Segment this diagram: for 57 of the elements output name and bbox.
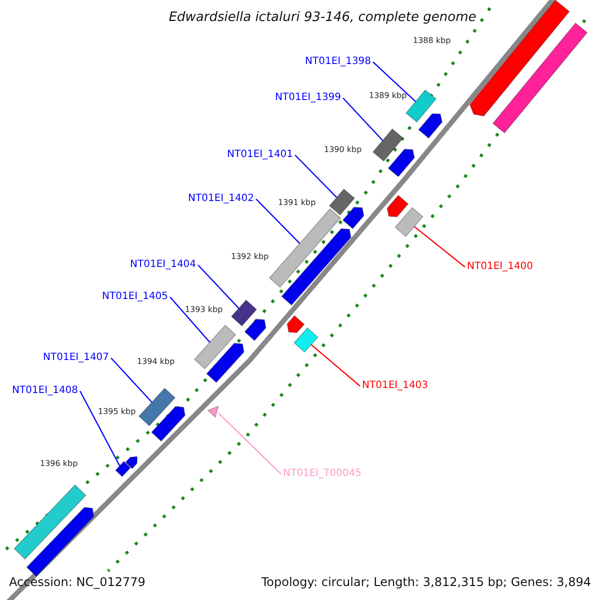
gene-bar	[150, 406, 186, 442]
gene-bar	[138, 388, 176, 426]
gene-bar	[268, 208, 342, 288]
scale-label: 1392 kbp	[231, 253, 269, 261]
gene-label: NT01EI_1399	[275, 93, 342, 103]
gene-bar	[372, 128, 404, 162]
leader-line	[342, 98, 384, 141]
gene-bar	[244, 318, 266, 342]
gene-bar	[388, 148, 415, 178]
gene-label: NT01EI_1398	[305, 57, 372, 67]
gene-label: NT01EI_1403	[362, 381, 428, 391]
scale-label: 1393 kbp	[185, 306, 223, 314]
gene-label: NT01EI_1402	[188, 194, 254, 204]
footer-text: Topology: circular; Length: 3,812,315 bp; Genes: 3,894	[261, 576, 591, 588]
gene-bar	[492, 22, 588, 134]
gene-bar	[230, 299, 258, 327]
leader-line	[170, 296, 210, 343]
leader-line	[110, 358, 152, 403]
gene-label: NT01EI_1404	[130, 260, 196, 270]
scale-label: 1394 kbp	[137, 358, 175, 366]
gene-bar	[328, 188, 356, 216]
scale-label: 1391 kbp	[278, 199, 316, 207]
scale-label: 1396 kbp	[40, 460, 78, 468]
gene-bar	[286, 315, 305, 334]
diagram-title: Edwardsiella ictaluri 93-146, complete genome	[168, 10, 476, 24]
scale-label: 1395 kbp	[98, 408, 136, 416]
leader-line	[198, 264, 240, 309]
gene-bar	[293, 327, 319, 353]
gene-bar	[386, 194, 409, 218]
gene-bar	[405, 89, 437, 123]
leader-line	[218, 412, 282, 474]
gene-triangle	[206, 405, 220, 418]
scale-label: 1390 kbp	[324, 146, 362, 154]
leader-line	[80, 390, 120, 466]
gene-bar	[281, 228, 352, 306]
gene-label: NT01EI_T00045	[283, 469, 362, 479]
leader-line	[310, 344, 360, 386]
gene-label: NT01EI_1400	[467, 262, 534, 272]
gene-label: NT01EI_1408	[12, 386, 78, 396]
gene-label: NT01EI_1407	[43, 353, 110, 363]
gene-bar	[418, 113, 443, 139]
gene-bar	[206, 342, 244, 384]
gene-bar	[124, 456, 138, 470]
gene-label: NT01EI_1405	[102, 292, 168, 302]
gene-label: NT01EI_1401	[227, 150, 294, 160]
leader-line	[372, 62, 416, 102]
gene-bar	[394, 206, 424, 238]
leader-line	[256, 198, 300, 244]
footer-text: Accession: NC_012779	[9, 576, 146, 588]
gene-bar	[114, 460, 132, 478]
scale-label: 1389 kbp	[369, 92, 407, 100]
leader-line	[294, 154, 338, 198]
leader-line	[414, 226, 466, 268]
scale-label: 1388 kbp	[413, 37, 451, 45]
gene-bar	[194, 324, 236, 370]
gene-bar	[26, 506, 94, 577]
gene-bar	[14, 484, 86, 560]
